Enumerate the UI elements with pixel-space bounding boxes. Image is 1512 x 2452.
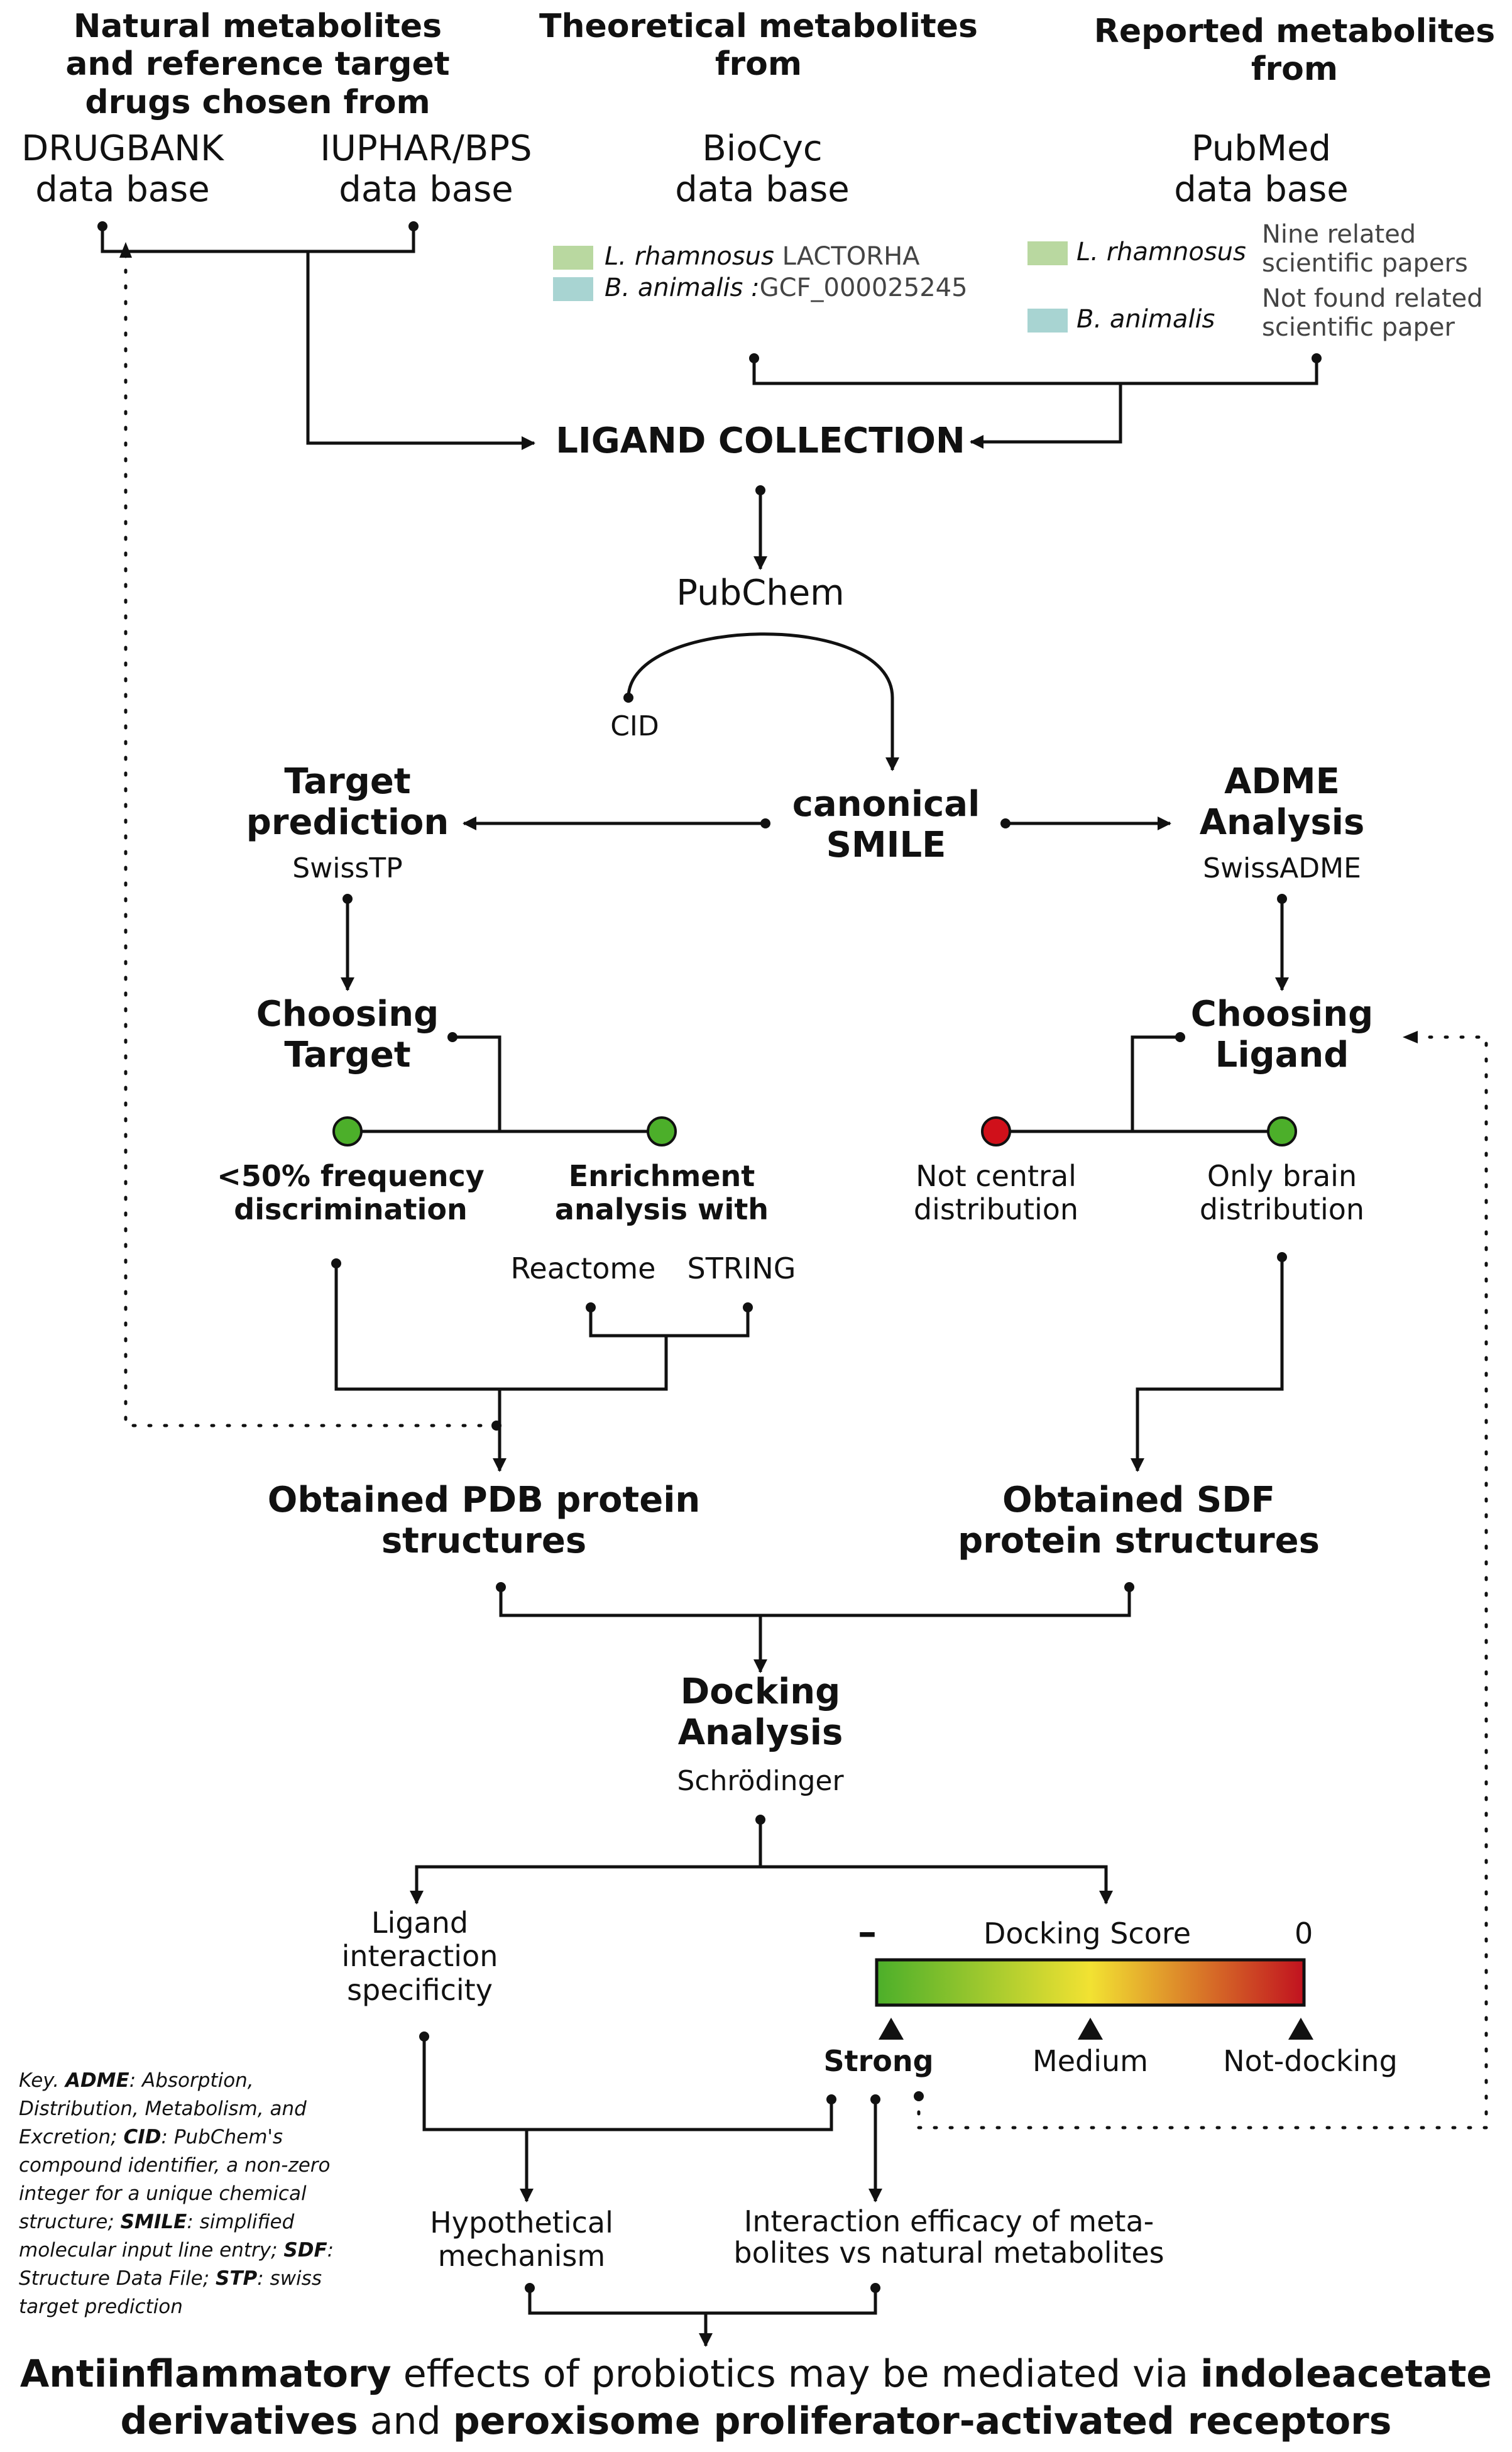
pubmed-database: PubMed data base bbox=[1174, 128, 1349, 210]
key-definition: : Absorption, Distribution, Metabolism, … bbox=[19, 2069, 307, 2148]
natural-metabolites-heading: Natural metabolites and reference target… bbox=[65, 8, 450, 121]
choosing-target-node: Choosing Target bbox=[256, 994, 439, 1075]
enrichment-analysis-label: Enrichment analysis with bbox=[554, 1159, 769, 1227]
lrhamnosus-swatch bbox=[553, 246, 593, 270]
strong-marker-icon bbox=[879, 2018, 904, 2040]
biocyc-legend-banimalis: B. animalis :GCF_000025245 bbox=[553, 273, 968, 302]
conclusion-bold-text: indoleacetate bbox=[1200, 2352, 1493, 2396]
only-brain-distribution-label: Only brain distribution bbox=[1199, 1159, 1365, 1227]
conclusion-bold-text: Antiinflammatory bbox=[19, 2352, 392, 2396]
interaction-efficacy-label: Interaction efficacy of meta- bolites vs… bbox=[733, 2204, 1164, 2270]
target-prediction-node: Target prediction bbox=[246, 761, 449, 843]
docking-score-gradient-bar bbox=[875, 1958, 1306, 2007]
key-definition: : simplified molecular input line entry; bbox=[19, 2210, 295, 2262]
docking-score-zero: 0 bbox=[1295, 1916, 1313, 1950]
key-definition: : Structure Data File; bbox=[19, 2238, 334, 2290]
banimalis-swatch bbox=[1027, 309, 1068, 333]
key-term: CID bbox=[123, 2125, 162, 2148]
banimalis-swatch bbox=[553, 277, 593, 301]
key-term: SDF bbox=[283, 2238, 327, 2262]
theoretical-metabolites-heading: Theoretical metabolites from bbox=[539, 8, 978, 84]
key-prefix: Key. bbox=[19, 2069, 65, 2092]
node-not-central-distribution bbox=[981, 1116, 1011, 1146]
medium-marker-icon bbox=[1078, 2018, 1103, 2040]
conclusion-bold-text: peroxisome proliferator-activated recept… bbox=[452, 2399, 1392, 2443]
canonical-smile-node: canonical SMILE bbox=[792, 784, 980, 866]
iuphar-database: IUPHAR/BPS data base bbox=[320, 128, 532, 210]
docking-score-label: Docking Score bbox=[983, 1916, 1192, 1950]
cid-label: CID bbox=[610, 710, 659, 742]
key-term: ADME bbox=[65, 2069, 129, 2092]
key-definition: : swiss target prediction bbox=[19, 2267, 322, 2318]
key-definition: : PubChem's compound identifier, a non-z… bbox=[19, 2125, 331, 2233]
biocyc-database: BioCyc data base bbox=[675, 128, 850, 210]
biocyc-legend-lrhamnosus: L. rhamnosus LACTORHA bbox=[553, 242, 920, 271]
key-term: SMILE bbox=[120, 2210, 187, 2233]
pubmed-legend-lrhamnosus: L. rhamnosus bbox=[1027, 238, 1246, 267]
pubmed-banimalis-detail: Not found related scientific paper bbox=[1262, 284, 1483, 343]
not-central-distribution-label: Not central distribution bbox=[913, 1159, 1079, 1227]
docking-analysis-node: Docking Analysis bbox=[677, 1671, 843, 1753]
final-conclusion: Antiinflammatory effects of probiotics m… bbox=[20, 2351, 1492, 2445]
pubchem-node: PubChem bbox=[676, 573, 845, 613]
not-docking-marker-icon bbox=[1288, 2018, 1313, 2040]
swisstp-label: SwissTP bbox=[292, 852, 403, 884]
node-enrichment-analysis bbox=[647, 1116, 677, 1146]
key-term: STP bbox=[216, 2267, 258, 2290]
final-conclusion-line-1: Antiinflammatory effects of probiotics m… bbox=[20, 2351, 1492, 2398]
pubmed-lrhamnosus-detail: Nine related scientific papers bbox=[1262, 220, 1468, 278]
string-label: STRING bbox=[687, 1251, 796, 1285]
strong-label: Strong bbox=[823, 2044, 934, 2078]
reported-metabolites-heading: Reported metabolites from bbox=[1093, 13, 1496, 89]
hypothetical-mechanism-label: Hypothetical mechanism bbox=[430, 2206, 613, 2273]
docking-score-minus: – bbox=[858, 1910, 877, 1954]
adme-analysis-node: ADME Analysis bbox=[1199, 761, 1365, 843]
choosing-ligand-node: Choosing Ligand bbox=[1190, 994, 1374, 1075]
conclusion-text: effects of probiotics may be mediated vi… bbox=[391, 2352, 1201, 2396]
abbreviation-key: Key. ADME: Absorption, Distribution, Met… bbox=[19, 2067, 346, 2321]
not-docking-label: Not-docking bbox=[1223, 2044, 1398, 2078]
pubmed-legend-banimalis: B. animalis bbox=[1027, 305, 1215, 334]
obtained-sdf-node: Obtained SDF protein structures bbox=[958, 1480, 1320, 1561]
obtained-pdb-node: Obtained PDB protein structures bbox=[267, 1480, 701, 1561]
medium-label: Medium bbox=[1033, 2044, 1148, 2078]
schrodinger-label: Schrödinger bbox=[677, 1765, 844, 1797]
frequency-discrimination-label: <50% frequency discrimination bbox=[217, 1159, 485, 1227]
conclusion-text: and bbox=[358, 2399, 453, 2443]
node-frequency-discrimination bbox=[332, 1116, 363, 1146]
conclusion-bold-text: derivatives bbox=[120, 2399, 358, 2443]
lrhamnosus-swatch bbox=[1027, 241, 1068, 265]
ligand-interaction-specificity-label: Ligand interaction specificity bbox=[341, 1906, 498, 2007]
node-only-brain-distribution bbox=[1267, 1116, 1297, 1146]
ligand-collection-node: LIGAND COLLECTION bbox=[556, 421, 965, 461]
swissadme-label: SwissADME bbox=[1203, 852, 1361, 884]
drugbank-database: DRUGBANK data base bbox=[21, 128, 224, 210]
final-conclusion-line-2: derivatives and peroxisome proliferator-… bbox=[20, 2398, 1492, 2445]
reactome-label: Reactome bbox=[510, 1251, 656, 1285]
